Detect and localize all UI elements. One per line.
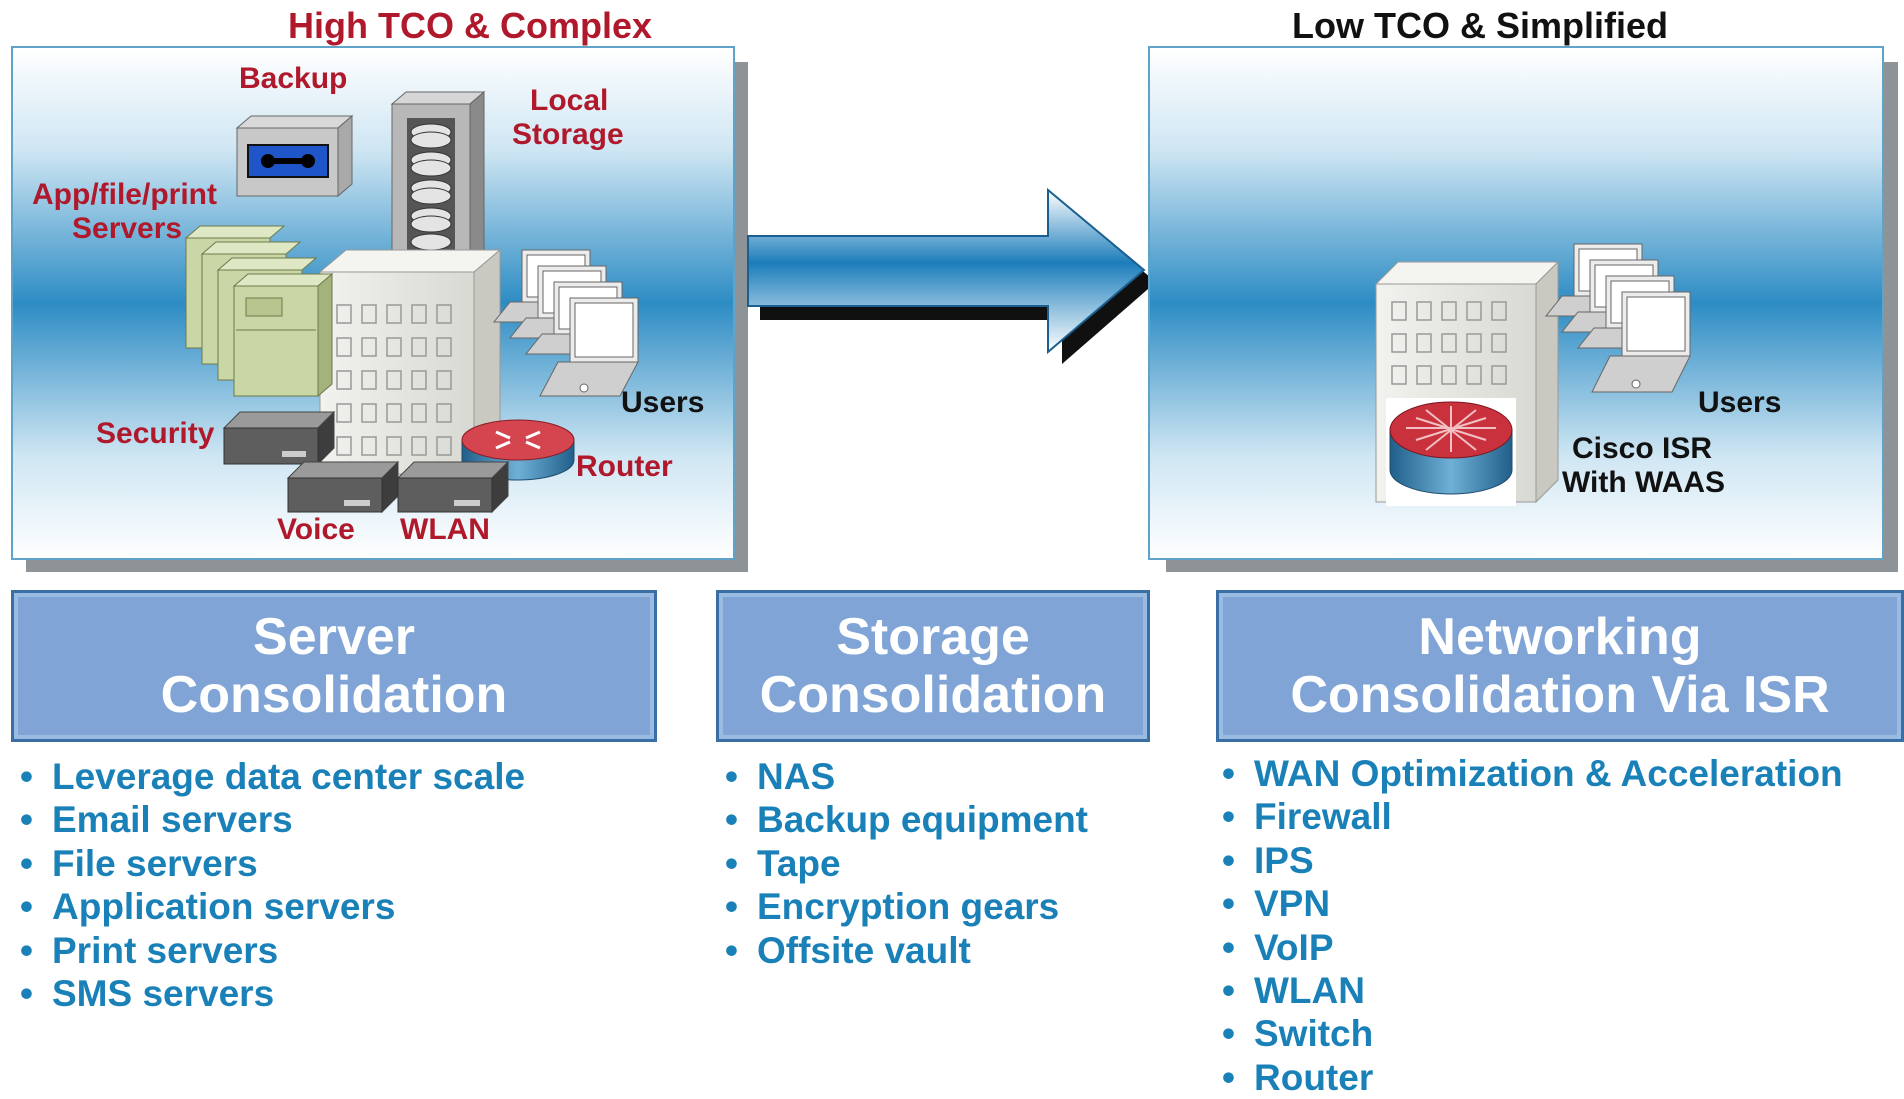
list-item: Email servers bbox=[14, 798, 525, 841]
local-storage-label-line1: Local bbox=[530, 84, 609, 117]
backup-label: Backup bbox=[239, 62, 348, 95]
server-consolidation-list: Leverage data center scale Email servers… bbox=[14, 755, 525, 1015]
list-item: WLAN bbox=[1216, 969, 1843, 1012]
list-item: Offsite vault bbox=[719, 929, 1088, 972]
networking-consolidation-list: WAN Optimization & Acceleration Firewall… bbox=[1216, 752, 1843, 1099]
server-stack-icon bbox=[184, 225, 334, 398]
storage-consolidation-box: Storage Consolidation bbox=[716, 590, 1150, 742]
local-storage-label-line2: Storage bbox=[512, 118, 624, 151]
list-item: Application servers bbox=[14, 885, 525, 928]
list-item: SMS servers bbox=[14, 972, 525, 1015]
isr-label-line2: With WAAS bbox=[1562, 466, 1726, 499]
list-item: Tape bbox=[719, 842, 1088, 885]
left-panel-title: High TCO & Complex bbox=[287, 5, 652, 46]
networking-consolidation-heading-line1: Networking bbox=[1418, 608, 1702, 666]
wlan-controller-icon bbox=[396, 460, 510, 514]
networking-consolidation-heading-line2: Consolidation Via ISR bbox=[1290, 666, 1830, 724]
tape-backup-icon bbox=[235, 114, 354, 198]
list-item: Backup equipment bbox=[719, 798, 1088, 841]
list-item: VoIP bbox=[1216, 926, 1843, 969]
wlan-label: WLAN bbox=[400, 513, 490, 546]
storage-consolidation-heading-line2: Consolidation bbox=[759, 666, 1107, 724]
list-item: Switch bbox=[1216, 1012, 1843, 1055]
list-item: IPS bbox=[1216, 839, 1843, 882]
storage-consolidation-heading-line1: Storage bbox=[836, 608, 1030, 666]
voice-label: Voice bbox=[277, 513, 355, 546]
list-item: VPN bbox=[1216, 882, 1843, 925]
transition-arrow-icon bbox=[747, 187, 1156, 364]
list-item: Leverage data center scale bbox=[14, 755, 525, 798]
list-item: Router bbox=[1216, 1056, 1843, 1099]
right-panel-artwork bbox=[1374, 243, 1691, 506]
isr-label-line1: Cisco ISR bbox=[1572, 432, 1713, 465]
left-panel-artwork bbox=[184, 90, 639, 514]
local-storage-icon bbox=[390, 90, 486, 276]
networking-consolidation-box: Networking Consolidation Via ISR bbox=[1216, 590, 1904, 742]
app-servers-label-line1: App/file/print bbox=[32, 178, 217, 211]
isr-router-icon bbox=[1386, 398, 1516, 506]
server-consolidation-heading-line1: Server bbox=[253, 608, 415, 666]
list-item: Firewall bbox=[1216, 795, 1843, 838]
security-label: Security bbox=[96, 417, 215, 450]
laptops-icon bbox=[492, 249, 639, 397]
list-item: Encryption gears bbox=[719, 885, 1088, 928]
server-consolidation-heading-line2: Consolidation bbox=[160, 666, 508, 724]
list-item: NAS bbox=[719, 755, 1088, 798]
left-users-label: Users bbox=[621, 386, 705, 419]
app-servers-label-line2: Servers bbox=[72, 212, 183, 245]
list-item: WAN Optimization & Acceleration bbox=[1216, 752, 1843, 795]
list-item: File servers bbox=[14, 842, 525, 885]
right-panel-title: Low TCO & Simplified bbox=[1292, 5, 1668, 46]
list-item: Print servers bbox=[14, 929, 525, 972]
right-users-label: Users bbox=[1698, 386, 1782, 419]
server-consolidation-box: Server Consolidation bbox=[11, 590, 657, 742]
voice-gateway-icon bbox=[286, 460, 400, 514]
storage-consolidation-list: NAS Backup equipment Tape Encryption gea… bbox=[719, 755, 1088, 972]
laptops-icon bbox=[1544, 243, 1691, 393]
router-label: Router bbox=[576, 450, 673, 483]
branch-building-icon bbox=[318, 248, 502, 476]
security-appliance-icon bbox=[222, 410, 336, 466]
